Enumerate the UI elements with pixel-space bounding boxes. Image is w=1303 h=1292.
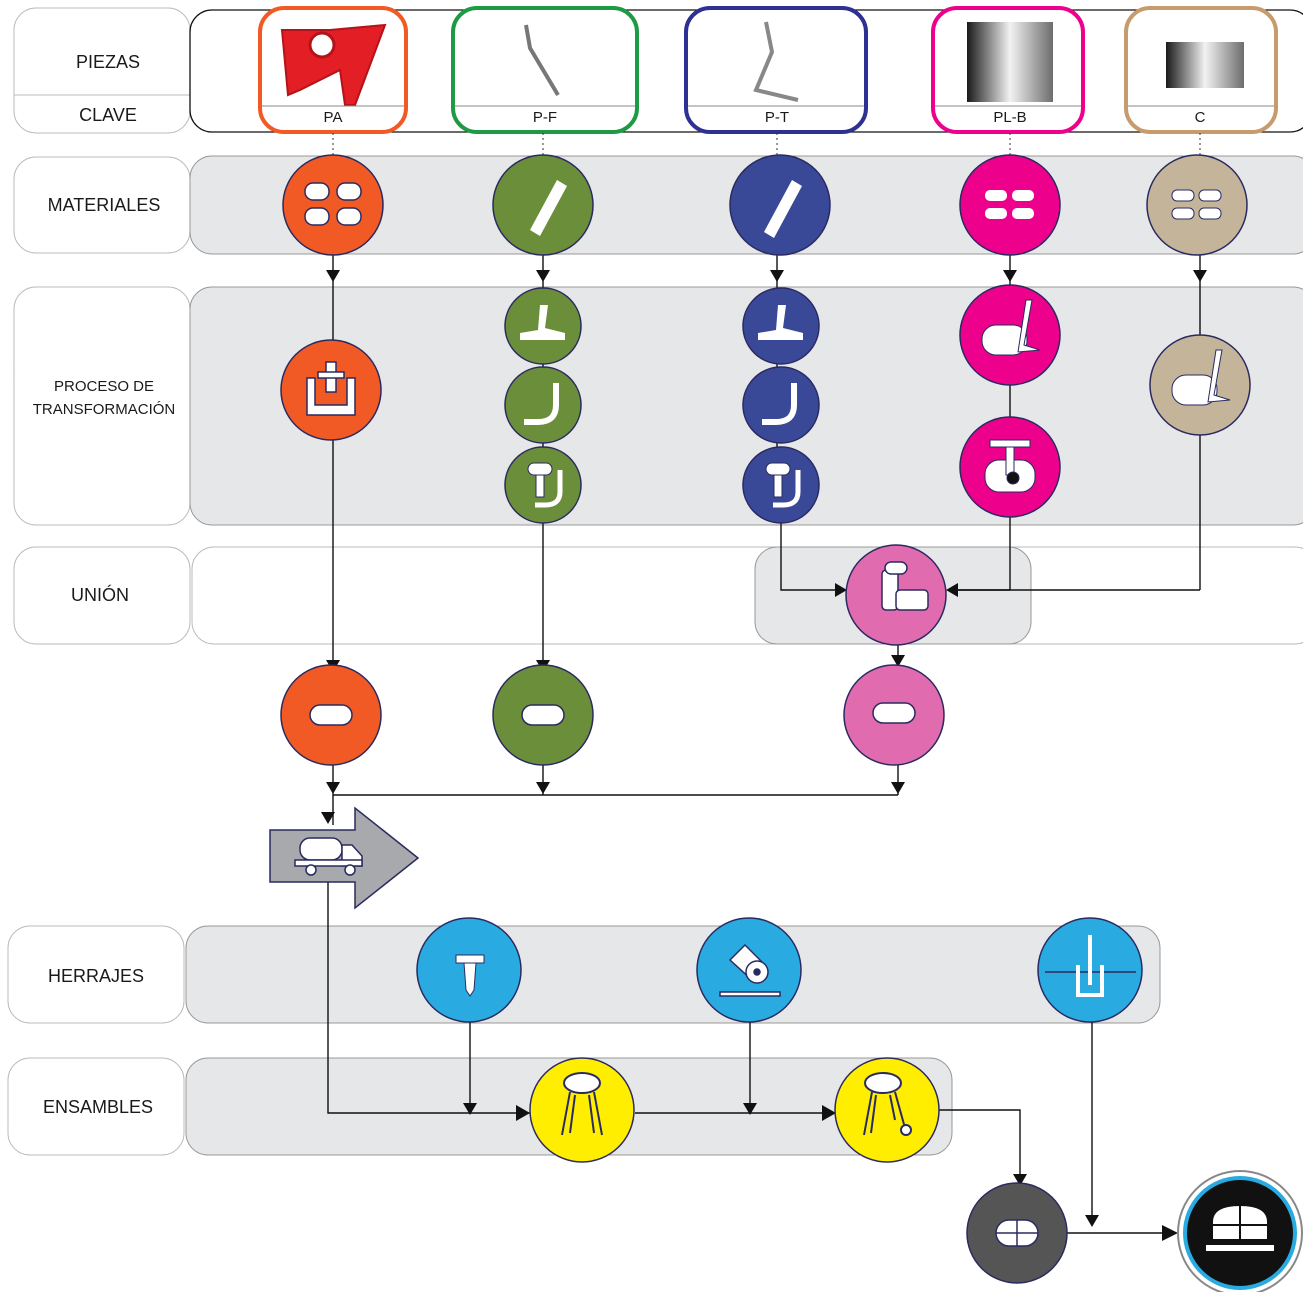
process-pa-injection: [280, 339, 382, 441]
chair-frame-icon: [863, 1072, 912, 1136]
assembly-2: [834, 1057, 940, 1163]
piece-plb: PL-B: [931, 6, 1085, 134]
truck-icon: [294, 837, 363, 876]
bending-icon: [524, 383, 559, 425]
cutting-icon: [520, 305, 565, 340]
piece-pt: P-T: [684, 6, 868, 134]
final-product: [1177, 1170, 1303, 1292]
material-pt: [729, 154, 831, 256]
union-welding: [845, 544, 947, 646]
piece-pf: P-F: [451, 6, 639, 134]
process-pf-drilling: [504, 446, 582, 524]
row-label-piezas-clave: PIEZAS CLAVE: [13, 7, 191, 134]
svg-text:HERRAJES: HERRAJES: [48, 966, 144, 986]
row-label-union: UNIÓN: [13, 546, 191, 645]
piece-c: C: [1124, 6, 1278, 134]
cutting-icon: [981, 299, 1041, 356]
piece-key-plb: PL-B: [993, 109, 1026, 126]
pin-icon: [1045, 935, 1136, 997]
finish-pa: [280, 664, 382, 766]
hardware-hinge: [696, 917, 802, 1023]
svg-text:MATERIALES: MATERIALES: [48, 195, 161, 215]
sheet-image: [967, 22, 1053, 102]
hardware-band: [185, 925, 1161, 1024]
cutting-icon: [1171, 349, 1231, 406]
svg-text:PROCESO DE: PROCESO DE: [54, 378, 154, 395]
hardware-screw: [416, 917, 522, 1023]
cutting-icon: [758, 305, 803, 340]
screw-icon: [455, 954, 485, 997]
row-label-ensambles: ENSAMBLES: [7, 1057, 185, 1156]
sheet-material-icon: [1171, 189, 1222, 220]
piece-key-pt: P-T: [765, 109, 789, 126]
chair-frame-icon: [561, 1072, 603, 1136]
final-assembly-icon: [995, 1219, 1039, 1247]
process-pt-drilling: [742, 446, 820, 524]
process-c-cutting: [1149, 334, 1251, 436]
drilling-icon: [984, 439, 1036, 493]
tube-image: [524, 24, 560, 97]
injection-molding-icon: [306, 361, 356, 416]
piece-key-pf: P-F: [533, 109, 557, 126]
piece-pa: PA: [258, 6, 408, 134]
process-pt-cutting: [742, 287, 820, 365]
process-pf-cutting: [504, 287, 582, 365]
svg-text:TRANSFORMACIÓN: TRANSFORMACIÓN: [33, 401, 176, 418]
row-label-proceso: PROCESO DE TRANSFORMACIÓN: [13, 286, 191, 526]
panel-image: [1166, 42, 1244, 88]
process-pf-bending: [504, 366, 582, 444]
final-product-icon: [1204, 1203, 1276, 1253]
arrowheads: [321, 270, 1207, 1241]
tube-material-icon: [530, 180, 567, 236]
process-plb-cutting: [959, 284, 1061, 386]
block-material-icon: [304, 182, 362, 226]
finish-pf: [492, 664, 594, 766]
row-label-materiales: MATERIALES: [13, 156, 191, 254]
finish-icon: [521, 704, 565, 726]
hinge-icon: [719, 943, 781, 997]
finish-icon: [309, 704, 353, 726]
process-plb-drilling: [959, 416, 1061, 518]
svg-text:ENSAMBLES: ENSAMBLES: [43, 1097, 153, 1117]
bent-tube-image: [753, 21, 799, 102]
material-c: [1146, 154, 1248, 256]
final-assembly: [966, 1182, 1068, 1284]
drilling-icon: [765, 462, 801, 508]
sheet-material-icon: [985, 190, 1034, 219]
material-plb: [959, 154, 1061, 256]
material-pf: [492, 154, 594, 256]
tube-material-icon: [764, 180, 802, 238]
row-label-clave: CLAVE: [79, 105, 137, 125]
row-label-piezas: PIEZAS: [76, 52, 140, 72]
material-pa: [282, 154, 384, 256]
union-band: [191, 546, 1303, 645]
assembly-1: [529, 1057, 635, 1163]
finish-icon: [872, 702, 916, 724]
bending-icon: [762, 383, 797, 425]
row-label-herrajes: HERRAJES: [7, 925, 185, 1024]
hardware-pin: [1037, 917, 1143, 1023]
svg-text:UNIÓN: UNIÓN: [71, 584, 129, 605]
transport-arrow: [269, 806, 420, 910]
process-pt-bending: [742, 366, 820, 444]
welding-icon: [881, 561, 929, 611]
finish-union: [843, 664, 945, 766]
chair-back-image: [280, 23, 387, 106]
piece-key-pa: PA: [324, 109, 343, 126]
piece-key-c: C: [1195, 109, 1206, 126]
drilling-icon: [527, 462, 563, 508]
